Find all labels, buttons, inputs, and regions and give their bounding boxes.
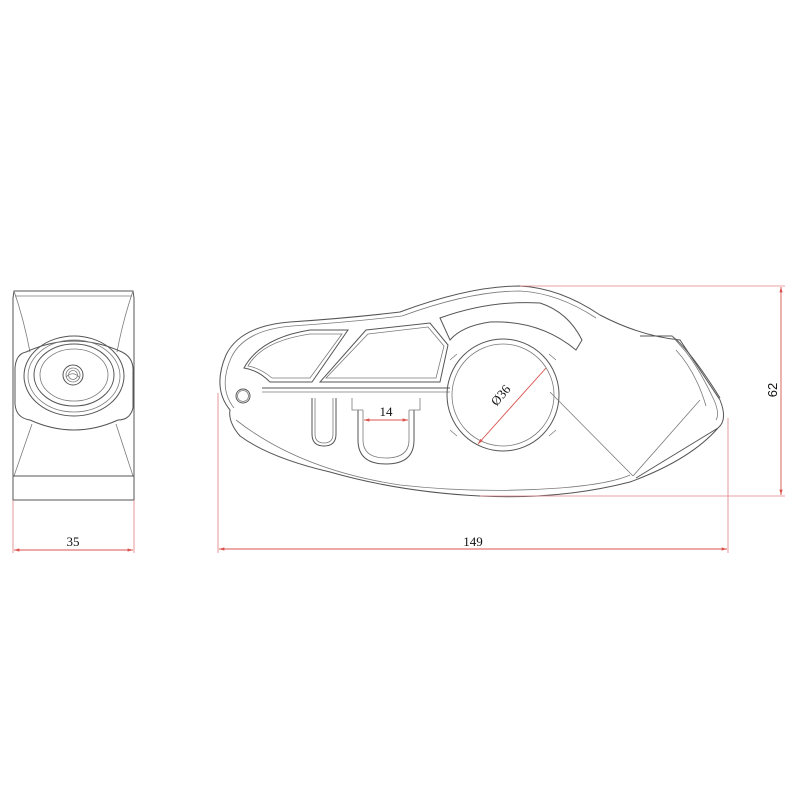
outer-ring xyxy=(23,335,125,417)
dim-label-side-width: 35 xyxy=(67,534,80,549)
dim-label-length: 149 xyxy=(463,534,483,549)
dim-line-diameter xyxy=(477,367,547,445)
side-view xyxy=(12,290,135,553)
tube-bore xyxy=(446,338,560,452)
cutout-2 xyxy=(318,322,449,383)
cutout-3 xyxy=(439,302,583,351)
threaded-hole-icon xyxy=(62,364,84,386)
clamp-outline xyxy=(219,285,724,498)
front-view xyxy=(219,285,724,498)
dim-label-diameter: Ø36 xyxy=(488,381,514,408)
pivot-hole-icon xyxy=(235,388,251,404)
dim-label-height: 62 xyxy=(765,383,780,397)
mount-flange xyxy=(14,340,134,431)
slot-small xyxy=(311,398,337,447)
dim-label-slot-width: 14 xyxy=(380,404,394,419)
slot-14mm xyxy=(357,410,415,465)
side-view-outline xyxy=(12,290,135,501)
cutout-1 xyxy=(243,329,349,383)
inner-ring xyxy=(33,343,115,407)
